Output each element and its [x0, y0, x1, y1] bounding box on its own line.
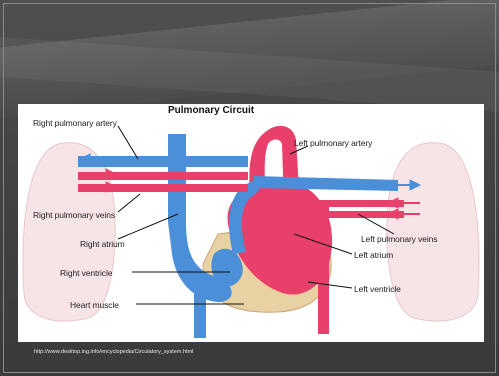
- source-url-text: http://www.desktop.ing.info/encyclopedia…: [34, 349, 193, 355]
- label-right-pulmonary-artery: Right pulmonary artery: [33, 118, 117, 128]
- diagram-title: Pulmonary Circuit: [168, 105, 254, 116]
- label-left-atrium: Left atrium: [354, 250, 393, 260]
- descending-aorta: [318, 200, 329, 334]
- label-left-pulmonary-artery: Left pulmonary artery: [294, 138, 372, 148]
- label-right-atrium: Right atrium: [80, 239, 125, 249]
- inferior-vena-cava: [194, 294, 206, 338]
- label-heart-muscle: Heart muscle: [70, 300, 119, 310]
- left-pulmonary-vein-vessel: [280, 211, 404, 218]
- label-right-ventricle: Right ventricle: [60, 268, 112, 278]
- right-lung: [23, 143, 115, 322]
- label-left-ventricle: Left ventricle: [354, 284, 401, 294]
- right-pulmonary-artery-vessel: [78, 156, 248, 167]
- left-lung: [387, 143, 479, 322]
- label-left-pulmonary-veins: Left pulmonary veins: [361, 234, 437, 244]
- left-pulmonary-vein-vessel: [280, 200, 404, 207]
- label-right-pulmonary-veins: Right pulmonary veins: [33, 210, 115, 220]
- pulmonary-circuit-diagram: Pulmonary Circuit Right pulmonary artery…: [18, 104, 484, 342]
